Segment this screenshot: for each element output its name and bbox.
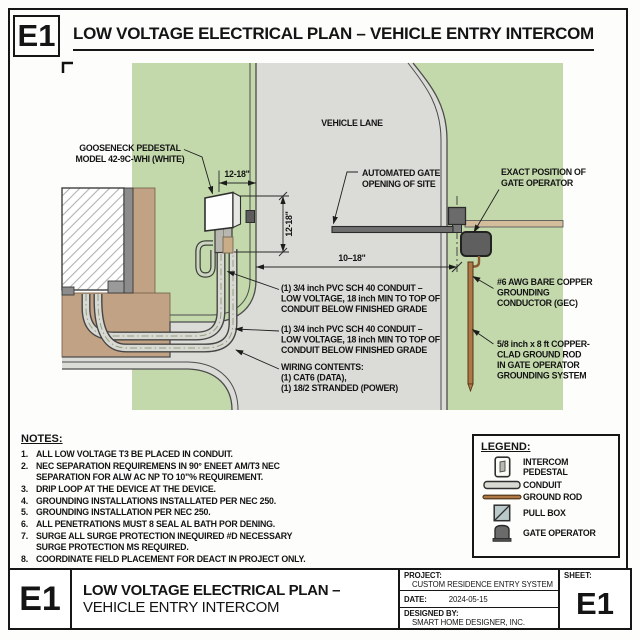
svg-text:MODEL 42-9C-WHI (WHITE): MODEL 42-9C-WHI (WHITE) <box>76 154 185 164</box>
svg-text:GROUNDING SYSTEM: GROUNDING SYSTEM <box>497 371 586 381</box>
date-row: DATE: 2024-05-15 <box>400 591 558 608</box>
legend-item-pull-box: PULL BOX <box>481 504 611 522</box>
svg-text:CONDUIT BELOW FINISHED GRADE: CONDUIT BELOW FINISHED GRADE <box>281 345 427 355</box>
note-item: 1.ALL LOW VOLTAGE T3 BE PLACED IN CONDUI… <box>21 449 233 459</box>
legend-item-ground-rod: GROUND ROD <box>481 492 611 502</box>
svg-text:AUTOMATED GATE: AUTOMATED GATE <box>362 168 440 178</box>
titleblock-info: PROJECT: CUSTOM RESIDENCE ENTRY SYSTEM D… <box>400 570 560 628</box>
legend-heading: LEGEND: <box>481 441 531 453</box>
svg-text:LOW VOLTAGE, 18 inch MIN TO TO: LOW VOLTAGE, 18 inch MIN TO TOP OF <box>281 294 441 304</box>
svg-text:GROUNDING: GROUNDING <box>497 288 550 298</box>
sheet-number: E1 <box>576 585 614 621</box>
svg-text:LOW VOLTAGE, 18 inch MIN TO TO: LOW VOLTAGE, 18 inch MIN TO TOP OF <box>281 335 441 345</box>
designer-row: DESIGNED BY: SMART HOME DESIGNER, INC. <box>400 608 558 628</box>
pedestal-label: GOOSENECK PEDESTAL MODEL 42-9C-WHI (WHIT… <box>76 143 186 164</box>
gate-arm <box>331 225 454 234</box>
svg-text:(1) CAT6 (DATA),: (1) CAT6 (DATA), <box>281 373 346 383</box>
svg-text:10–18": 10–18" <box>338 253 365 263</box>
note-item: 5.GROUNDING INSTALLATION PER NEC 250. <box>21 507 211 518</box>
gate-operator-label: EXACT POSITION OF GATE OPERATOR <box>501 167 587 188</box>
svg-text:12-18": 12-18" <box>224 169 249 179</box>
vehicle-lane-surface <box>62 63 447 410</box>
dimension-gate-offset: 10–18" <box>256 253 463 273</box>
legend-item-intercom-pedestal: INTERCOM PEDESTAL <box>481 456 611 478</box>
intercom-pedestal <box>195 191 255 278</box>
designer-label: DESIGNED BY: <box>404 609 459 618</box>
ground-rod-icon <box>481 493 523 501</box>
note-item: 3.DRIP LOOP AT THE DEVICE AT THE DEVICE. <box>21 483 216 494</box>
svg-text:CONDUCTOR (GEC): CONDUCTOR (GEC) <box>497 298 578 308</box>
legend-item-gate-operator: GATE OPERATOR <box>481 524 611 542</box>
building-wall <box>61 187 134 296</box>
legend-panel: LEGEND: INTERCOM PEDESTAL CONDUIT GROUND… <box>472 434 620 558</box>
grounding-conductor <box>470 256 481 268</box>
note-item: 2.NEC SEPARATION REQUIREMENS IN 90° ENEE… <box>21 460 280 482</box>
site-plan-drawing: 12-18" 12-18" 10–18" <box>61 61 594 411</box>
conduit-icon <box>481 480 523 490</box>
notes-panel: NOTES: 1.ALL LOW VOLTAGE T3 BE PLACED IN… <box>21 433 331 566</box>
svg-text:CONDUIT BELOW FINISHED GRADE: CONDUIT BELOW FINISHED GRADE <box>281 304 427 314</box>
titleblock-title-line2: VEHICLE ENTRY INTERCOM <box>83 599 280 616</box>
vehicle-lane-label: VEHICLE LANE <box>321 118 383 128</box>
svg-text:(1) 3/4 inch PVC SCH 40 CONDUI: (1) 3/4 inch PVC SCH 40 CONDUIT – <box>281 324 423 334</box>
date-label: DATE: <box>404 594 427 604</box>
titleblock-sheet: SHEET: E1 <box>560 570 630 628</box>
svg-text:OPENING OF SITE: OPENING OF SITE <box>362 179 436 189</box>
gate-hinge-post <box>447 206 467 226</box>
note-item: 4.GROUNDING INSTALLATIONS INSTALLATED PE… <box>21 495 276 506</box>
note-item: 7.SURGE ALL SURGE PROTECTION INEQUIRED #… <box>21 530 293 553</box>
project-value: CUSTOM RESIDENCE ENTRY SYSTEM <box>412 580 553 589</box>
ground-rod <box>467 261 474 385</box>
wiring-contents-label: WIRING CONTENTS: (1) CAT6 (DATA), (1) 18… <box>281 362 398 393</box>
conduit-run-1 <box>81 249 226 341</box>
svg-text:GOOSENECK PEDESTAL: GOOSENECK PEDESTAL <box>79 143 181 153</box>
svg-text:12-18": 12-18" <box>284 211 294 236</box>
svg-text:#6 AWG BARE COPPER: #6 AWG BARE COPPER <box>497 277 593 287</box>
titleblock-title: LOW VOLTAGE ELECTRICAL PLAN – VEHICLE EN… <box>72 570 400 628</box>
pedestal-base-box <box>222 236 234 254</box>
pedestal-head <box>204 191 234 232</box>
ground-rod-label: 5/8 inch x 8 ft COPPER- CLAD GROUND ROD … <box>497 339 590 381</box>
drawing-corner-mark <box>61 61 73 73</box>
title-block: E1 LOW VOLTAGE ELECTRICAL PLAN – VEHICLE… <box>8 568 632 630</box>
conduit-label-2: (1) 3/4 inch PVC SCH 40 CONDUIT – LOW VO… <box>281 324 441 355</box>
project-row: PROJECT: CUSTOM RESIDENCE ENTRY SYSTEM <box>400 570 558 591</box>
svg-text:5/8 inch x 8 ft COPPER-: 5/8 inch x 8 ft COPPER- <box>497 339 590 349</box>
lane-edge-lines <box>62 62 448 411</box>
project-label: PROJECT: <box>404 571 442 580</box>
header-sheet-ref: E1 <box>13 15 60 57</box>
notes-heading: NOTES: <box>21 433 63 445</box>
svg-text:(1) 18/2 STRANDED (POWER): (1) 18/2 STRANDED (POWER) <box>281 383 398 393</box>
svg-text:GATE OPERATOR: GATE OPERATOR <box>501 178 574 188</box>
pull-box <box>245 210 255 223</box>
gate-opening-label: AUTOMATED GATE OPENING OF SITE <box>362 168 441 189</box>
designer-value: SMART HOME DESIGNER, INC. <box>412 618 525 627</box>
gate-operator-icon <box>481 524 523 542</box>
titleblock-sheet-ref: E1 <box>10 570 72 628</box>
notes-list: 1.ALL LOW VOLTAGE T3 BE PLACED IN CONDUI… <box>21 449 331 565</box>
titleblock-title-line1: LOW VOLTAGE ELECTRICAL PLAN – <box>83 582 341 599</box>
conduit-label-1: (1) 3/4 inch PVC SCH 40 CONDUIT – LOW VO… <box>281 283 441 314</box>
note-item: 8.COORDINATE FIELD PLACEMENT FOR DEACT I… <box>21 553 306 564</box>
dimension-pedestal-horizontal: 12-18" <box>218 169 256 192</box>
svg-text:CLAD GROUND ROD: CLAD GROUND ROD <box>497 350 581 360</box>
gate-assembly <box>331 196 564 272</box>
svg-text:(1) 3/4 inch PVC SCH 40 CONDUI: (1) 3/4 inch PVC SCH 40 CONDUIT – <box>281 283 423 293</box>
svg-text:EXACT POSITION OF: EXACT POSITION OF <box>501 167 587 177</box>
date-value: 2024-05-15 <box>448 594 488 604</box>
sheet-label: SHEET: <box>564 571 592 580</box>
intercom-pedestal-icon <box>481 456 523 478</box>
svg-text:IN GATE OPERATOR: IN GATE OPERATOR <box>497 360 580 370</box>
pull-box-icon <box>481 504 523 522</box>
leader-lines <box>183 149 500 370</box>
page-title: LOW VOLTAGE ELECTRICAL PLAN – VEHICLE EN… <box>73 24 594 51</box>
svg-text:WIRING CONTENTS:: WIRING CONTENTS: <box>281 362 364 372</box>
grounding-system <box>467 256 481 393</box>
gec-label: #6 AWG BARE COPPER GROUNDING CONDUCTOR (… <box>497 277 594 308</box>
gate-operator <box>460 231 492 257</box>
conduit-run-2 <box>93 249 238 353</box>
dimension-pedestal-vertical: 12-18" <box>234 191 294 257</box>
note-item: 6.ALL PENETRATIONS MUST 8 SEAL AL BATH P… <box>21 519 276 530</box>
legend-item-conduit: CONDUIT <box>481 480 611 490</box>
